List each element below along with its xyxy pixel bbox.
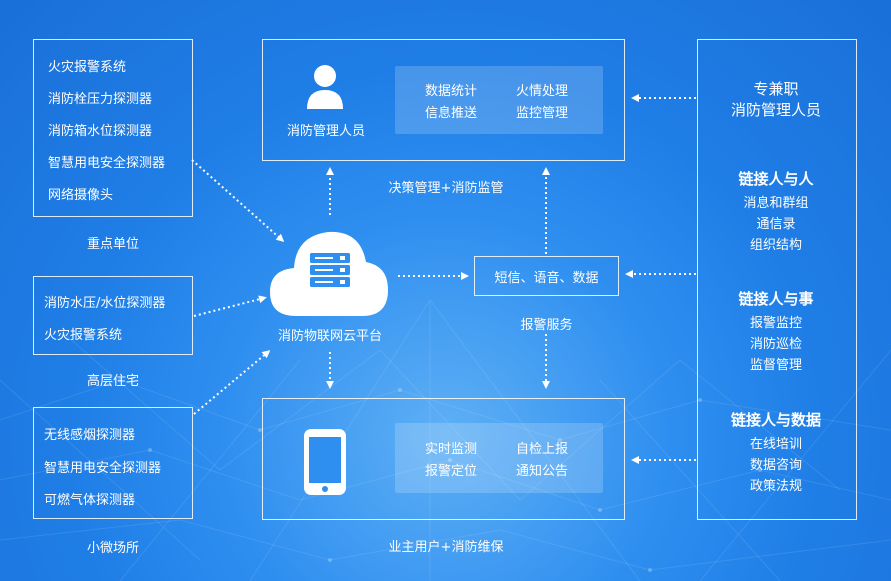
list-item: 火灾报警系统	[44, 328, 123, 343]
person-icon	[307, 65, 343, 109]
section-item: 在线培训	[749, 437, 802, 452]
smartphone-icon	[304, 429, 346, 495]
management-label: 消防管理人员	[286, 124, 365, 139]
section-heading: 链接人与数据	[730, 411, 821, 429]
arrow-small-venues-to-cloud	[193, 350, 271, 415]
owner-features-panel	[395, 423, 603, 493]
feature-item: 信息推送	[425, 106, 478, 121]
management-caption: 决策管理+消防监管	[388, 181, 504, 196]
list-item: 火灾报警系统	[48, 60, 127, 75]
alarm-caption: 报警服务	[520, 318, 573, 333]
arrow-key-units-to-cloud	[191, 159, 285, 242]
small-venues-box	[33, 407, 193, 519]
key-units-caption: 重点单位	[86, 237, 139, 252]
feature-item: 通知公告	[516, 464, 569, 479]
section-item: 通信录	[756, 217, 796, 232]
feature-item: 实时监测	[425, 442, 478, 457]
section-item: 数据咨询	[749, 458, 802, 473]
section-item: 监督管理	[749, 358, 802, 373]
section-item: 报警监控	[749, 316, 802, 331]
feature-item: 监控管理	[516, 106, 569, 121]
alarm-box	[474, 256, 619, 296]
list-item: 消防栓压力探测器	[48, 92, 153, 107]
list-item: 网络摄像头	[48, 188, 114, 203]
feature-item: 自检上报	[516, 442, 569, 457]
list-item: 智慧用电安全探测器	[48, 156, 166, 171]
key-units-box	[33, 39, 193, 217]
section-heading: 链接人与事	[738, 290, 814, 308]
residential-caption: 高层住宅	[86, 374, 139, 389]
section-heading: 链接人与人	[738, 170, 814, 188]
section-item: 消防巡检	[749, 337, 802, 352]
list-item: 消防水压/水位探测器	[44, 296, 166, 311]
arrow-residential-to-cloud	[193, 295, 267, 317]
owner-caption: 业主用户+消防维保	[388, 540, 504, 555]
feature-item: 报警定位	[425, 464, 478, 479]
staff-title: 消防管理人员	[730, 101, 821, 119]
staff-title: 专兼职	[753, 80, 799, 98]
section-item: 政策法规	[749, 479, 802, 494]
server-icon	[310, 253, 350, 287]
list-item: 可燃气体探测器	[44, 493, 136, 508]
management-features-panel	[395, 66, 603, 134]
management-box	[262, 39, 625, 161]
section-item: 消息和群组	[743, 196, 809, 211]
list-item: 消防箱水位探测器	[48, 124, 153, 139]
feature-item: 数据统计	[425, 84, 478, 99]
feature-item: 火情处理	[516, 84, 569, 99]
list-item: 无线感烟探测器	[44, 428, 136, 443]
cloud-label: 消防物联网云平台	[277, 329, 382, 344]
residential-box	[33, 276, 193, 355]
staff-panel	[697, 39, 857, 520]
owner-box	[262, 398, 625, 520]
section-item: 组织结构	[749, 238, 802, 253]
list-item: 智慧用电安全探测器	[44, 461, 162, 476]
small-venues-caption: 小微场所	[86, 541, 139, 556]
alarm-label: 短信、语音、数据	[494, 271, 599, 286]
